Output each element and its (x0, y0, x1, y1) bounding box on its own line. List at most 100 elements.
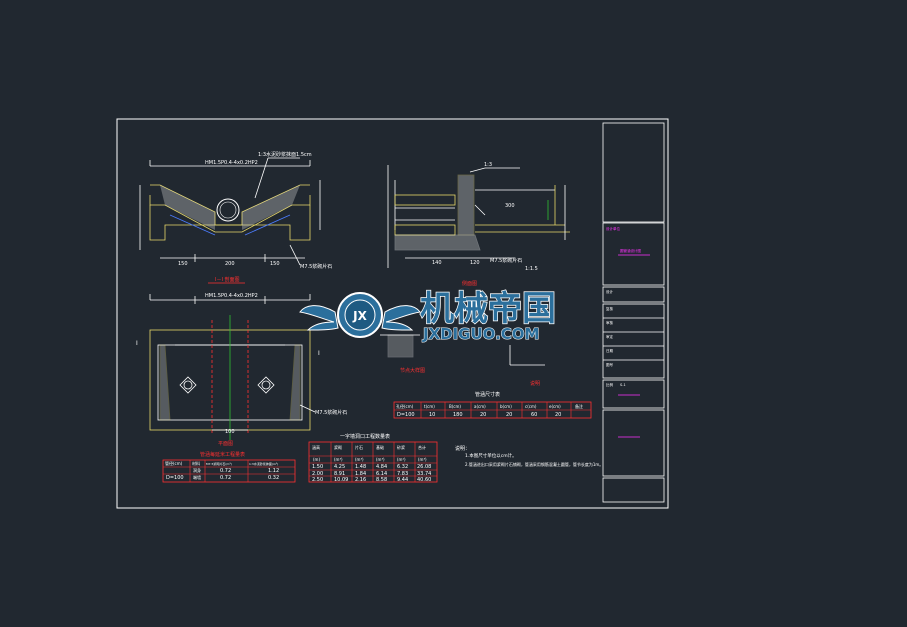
watermark-en: JXDIGUO.COM (422, 325, 539, 343)
table2-r1c5: 33.74 (417, 471, 431, 477)
table3-h3: a(cm) (474, 404, 486, 409)
plan-view (149, 294, 316, 440)
table2-r1c1: 8.91 (334, 471, 345, 477)
table3-h4: b(cm) (500, 404, 512, 409)
table2-r0c4: 6.32 (397, 464, 408, 470)
table2-u5: (m³) (418, 457, 427, 462)
table3-title: 管涵尺寸表 (475, 391, 500, 398)
notes-heading: 说明： (455, 445, 470, 452)
side-view (387, 165, 570, 268)
plan-note: M7.5浆砌片石 (315, 409, 347, 416)
section-view (139, 157, 321, 266)
table2-r2c5: 40.60 (417, 477, 431, 483)
title-row-label-5: 图号 (606, 362, 614, 367)
table1-row-1-v1: 0.72 (220, 475, 231, 481)
table3-r0c4: 20 (506, 412, 512, 418)
table2-r1c4: 7.83 (397, 471, 408, 477)
watermark: JX 机械帝国 JXDIGUO.COM (299, 288, 557, 344)
table2-u1: (m³) (334, 457, 343, 462)
table2-r0c3: 4.84 (376, 464, 387, 470)
title-row-label-4: 日期 (606, 348, 614, 353)
table2-h0: 涵高 (312, 444, 320, 450)
table3-r0c3: 20 (480, 412, 486, 418)
title-design-unit: 设计单位 (606, 226, 620, 231)
table3-h2: B(cm) (449, 404, 461, 409)
table3-r0c1: 10 (429, 412, 435, 418)
dim-150-right: 150 (270, 261, 280, 267)
side-dim-140: 140 (432, 260, 442, 266)
notes-line-2: 2.管涵进出口采用浆砌片石铺砌，管涵采用钢筋混凝土圆管，管节长度为1m。 (465, 461, 603, 467)
side-dim-120: 120 (470, 260, 480, 266)
table2-h2: 片石 (355, 444, 363, 450)
side-slope-1-3: 1:3 (484, 162, 492, 168)
watermark-cn: 机械帝国 (420, 289, 556, 329)
table3-h0: 孔径(cm) (396, 403, 414, 409)
table1-quantities: 管涵每延米工程量表 管径(cm) 材料 M7.5浆砌片石(m³) 1:3水泥砂浆… (162, 451, 296, 483)
table3-subtitle: 说明 (530, 380, 540, 387)
table2-u3: (m³) (376, 457, 385, 462)
dim-200: 200 (225, 261, 235, 267)
section-title: Ⅰ－Ⅰ 剖面图 (215, 276, 240, 283)
table3-h7: 备注 (575, 403, 583, 409)
table3-r0c5: 60 (531, 412, 537, 418)
dim-150-left: 150 (178, 261, 188, 267)
title-scale: 比例 (606, 382, 614, 387)
section-note-1: 1:3水泥砂浆抹面1.5cm (258, 151, 312, 158)
title-drawing-no: S-1 (620, 383, 626, 387)
section-bottom-note: M7.5浆砌片石 (300, 263, 332, 270)
title-block (602, 122, 665, 503)
watermark-logo-letters: JX (352, 309, 367, 323)
table2-u4: (m²) (397, 457, 406, 462)
table3-dimensions: 管涵尺寸表 说明 孔径(cm) t(cm) B(cm) a(cm) b(cm) … (393, 380, 592, 419)
title-row-label-3: 审定 (606, 334, 614, 339)
side-note: M7.5浆砌片石 (490, 257, 522, 264)
table1-row-1-type: 端墙 (193, 474, 201, 480)
watermark-wing-left (299, 305, 339, 331)
side-dim-300: 300 (505, 203, 515, 209)
table2-r2c3: 8.58 (376, 477, 387, 483)
table1-row-1-d: D=100 (166, 475, 184, 481)
watermark-wing-right (381, 305, 421, 331)
table3-h1: t(cm) (424, 404, 435, 409)
table2-wall-quantities: 一字墙洞口工程数量表 涵高 浆砌 片石 基础 砂浆 合计 (m) (m³) (m… (308, 433, 438, 483)
table1-header-3: 1:3水泥砂浆抹面(m²) (249, 461, 278, 466)
table2-r2c4: 9.44 (397, 477, 408, 483)
plan-dim-100: 100 (225, 429, 235, 435)
table1-header-2: M7.5浆砌片石(m³) (206, 461, 232, 466)
table2-title: 一字墙洞口工程数量表 (340, 433, 390, 440)
plan-title: 平面图 (218, 441, 233, 447)
notes-line-1: 1.本图尺寸单位以cm计。 (465, 452, 517, 459)
table3-r0c6: 20 (555, 412, 561, 418)
side-slope-label: 1:1.5 (525, 266, 538, 272)
table1-row-1-v2: 0.32 (268, 475, 279, 481)
table2-u0: (m) (313, 457, 320, 462)
sheet-border (116, 118, 669, 509)
detail-view (380, 334, 545, 366)
table2-h4: 砂浆 (397, 444, 405, 450)
table3-h6: e(cm) (549, 404, 561, 409)
title-row-label-1: 复核 (606, 306, 614, 311)
table2-r0c5: 26.08 (417, 464, 431, 470)
table2-h1: 浆砌 (334, 444, 342, 450)
table2-r1c2: 1.84 (355, 471, 366, 477)
side-title: 侧面图 (462, 280, 477, 287)
table1-title: 管涵每延米工程量表 (200, 451, 245, 458)
table2-r0c2: 1.48 (355, 464, 366, 470)
table2-r1c0: 2.00 (312, 471, 323, 477)
table1-row-0-v1: 0.72 (220, 468, 231, 474)
table2-r2c0: 2.50 (312, 477, 323, 483)
table2-u2: (m³) (355, 457, 364, 462)
table1-row-0-v2: 1.12 (268, 468, 279, 474)
table2-r0c1: 4.25 (334, 464, 345, 470)
table1-header-0: 管径(cm) (165, 460, 183, 466)
table3-r0c2: 180 (453, 412, 463, 418)
table2-h5: 合计 (418, 444, 426, 450)
table3-h5: c(cm) (525, 404, 537, 409)
table2-r0c0: 1.50 (312, 464, 323, 470)
plan-top-dim: HM1.5P0.4-4x0.2HP2 (205, 293, 258, 299)
table2-h3: 基础 (376, 444, 384, 450)
table2-r1c3: 6.14 (376, 471, 387, 477)
table2-r2c1: 10.09 (334, 477, 348, 483)
plan-i-left: Ⅰ (136, 340, 138, 347)
